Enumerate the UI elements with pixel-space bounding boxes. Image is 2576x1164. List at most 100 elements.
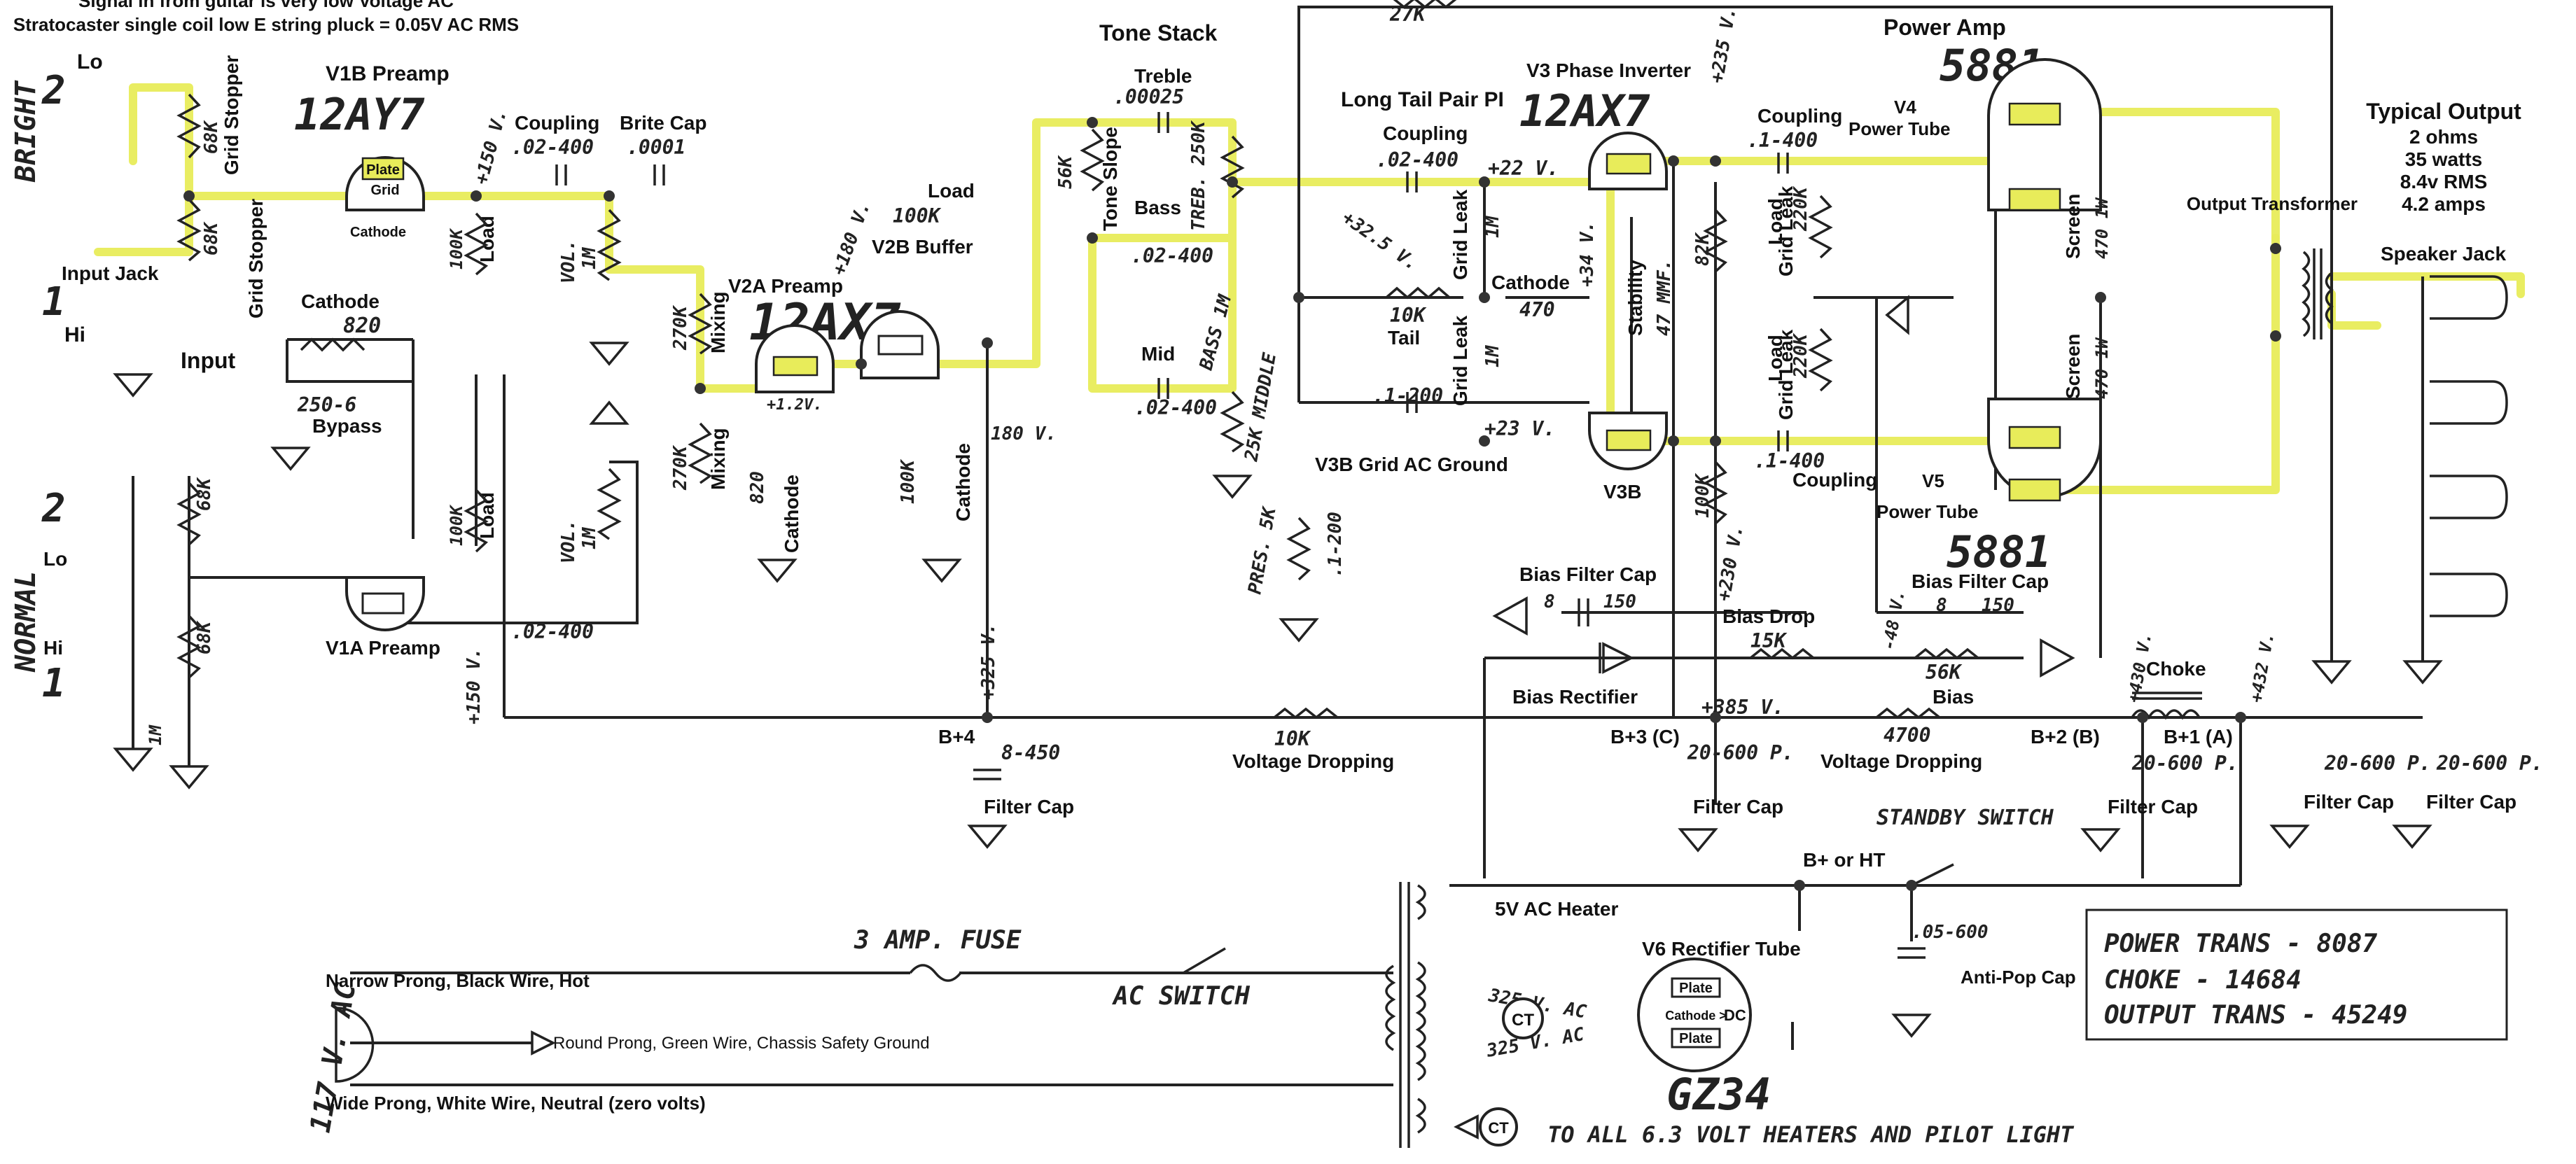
output-vrms: 8.4v RMS bbox=[2400, 171, 2488, 192]
bias-r56k: 56K bbox=[1926, 661, 1963, 684]
v1a-load: Load bbox=[476, 492, 498, 539]
choke-label: Choke bbox=[2146, 658, 2206, 680]
normal-label: NORMAL bbox=[10, 571, 42, 673]
pi-v235: +235 V. bbox=[1706, 6, 1741, 85]
ct-label-2: CT bbox=[1488, 1119, 1509, 1137]
bp2-label: B+2 (B) bbox=[2031, 726, 2100, 748]
vol2-value: 1M bbox=[579, 526, 600, 549]
v1b-plate: Plate bbox=[366, 162, 400, 178]
pi-grid-leak-2: Grid Leak bbox=[1449, 315, 1471, 406]
bass-value: .02-400 bbox=[1131, 244, 1213, 267]
tone-r56k: 56K bbox=[1055, 155, 1076, 189]
v1b-plate-box bbox=[361, 157, 405, 181]
pi-v325: +32.5 V. bbox=[1338, 207, 1422, 274]
ac-switch-label: AC SWITCH bbox=[1112, 982, 1250, 1011]
parts-note: POWER TRANS - 8087 CHOKE - 14684 OUTPUT … bbox=[2085, 909, 2508, 1041]
pa-coupling-top-value: .1-400 bbox=[1747, 129, 1818, 152]
rectifier-dc-label: DC bbox=[1724, 1007, 1746, 1024]
v1b-title: V1B Preamp bbox=[326, 62, 450, 85]
bright-lo-label: Lo bbox=[77, 50, 103, 73]
v3b-label: V3B bbox=[1603, 481, 1641, 503]
rectifier-plate-top-label: Plate bbox=[1679, 981, 1713, 996]
bias-cap2-value: 8 bbox=[1936, 595, 1947, 616]
brite-cap-value: .0001 bbox=[627, 136, 685, 159]
v2a-cathode: Cathode bbox=[781, 475, 802, 553]
pa-r220k-1: 220K bbox=[1790, 185, 1811, 232]
standby-switch-label: STANDBY SWITCH bbox=[1877, 806, 2054, 830]
vol2-label: VOL. bbox=[558, 519, 579, 563]
rectifier-plate-top bbox=[1671, 977, 1721, 998]
feedback-r27k: 27K bbox=[1389, 3, 1427, 26]
heaters-label: TO ALL 6.3 VOLT HEATERS AND PILOT LIGHT bbox=[1547, 1121, 2075, 1148]
v3-title: V3 Phase Inverter bbox=[1526, 59, 1691, 81]
v2-section: V2A Preamp 12AX7 +1.2V. 820 Cathode +180… bbox=[728, 180, 1057, 700]
v2b-cathode: Cathode bbox=[952, 443, 974, 521]
gz34-label: GZ34 bbox=[1666, 1069, 1771, 1120]
rectifier-plate-bottom bbox=[1671, 1028, 1721, 1049]
v1a-r100k: 100K bbox=[447, 504, 466, 546]
v2a-r820: 820 bbox=[747, 471, 768, 504]
bias-r15k: 15K bbox=[1750, 629, 1788, 652]
bias-filter-cap-label: Bias Filter Cap bbox=[1519, 563, 1657, 585]
mix2-label: Mixing bbox=[707, 428, 729, 490]
v1b-load: Load bbox=[476, 216, 498, 262]
v2b-load: Load bbox=[928, 180, 975, 202]
pres-cap: .1-200 bbox=[1325, 512, 1346, 577]
cap20-value-4: 20-600 P. bbox=[2436, 752, 2543, 775]
rectifier-cathode-label: Cathode > bbox=[1665, 1009, 1727, 1023]
r68k-1: 68K bbox=[201, 120, 222, 154]
screen-1-value: 470 1W bbox=[2092, 197, 2112, 259]
voltage-dropping-1: Voltage Dropping bbox=[1232, 750, 1394, 772]
v4-sublabel: Power Tube bbox=[1849, 118, 1950, 139]
v2b-voltage: 180 V. bbox=[991, 423, 1057, 444]
v1a-plate-box bbox=[361, 592, 405, 615]
wiring bbox=[132, 6, 2424, 1086]
bias-cap-voltage: 150 bbox=[1603, 591, 1636, 612]
v1b-cathode-label: Cathode bbox=[301, 290, 380, 312]
ct-label-1: CT bbox=[1512, 1011, 1534, 1030]
antipop-value: .05-600 bbox=[1912, 922, 1989, 943]
v2b-plate-box bbox=[877, 335, 924, 356]
v5-plate-box bbox=[2008, 478, 2061, 502]
parts-note-line3: OUTPUT TRANS - 45249 bbox=[2104, 1001, 2407, 1030]
normal-jack-2: 2 bbox=[41, 486, 66, 531]
v3a-plate-box bbox=[1606, 153, 1652, 175]
bright-jack-2: 2 bbox=[41, 68, 66, 113]
output-transformer-line: Output Transformer bbox=[2187, 193, 2358, 214]
bp1-label: B+1 (A) bbox=[2164, 726, 2233, 748]
v2b-title: V2B Buffer bbox=[872, 236, 973, 258]
v5-tube-type: 5881 bbox=[1947, 526, 2051, 577]
pi-stability-value: 47 MMF. bbox=[1654, 259, 1675, 336]
power-amp-title: Power Amp bbox=[1884, 15, 2006, 40]
voltage-dropping-2: Voltage Dropping bbox=[1820, 750, 1982, 772]
rectifier-plate-bottom-label: Plate bbox=[1679, 1031, 1713, 1046]
treb-pot: TREB. 250K bbox=[1188, 120, 1209, 231]
input-section: BRIGHT NORMAL Lo 2 1 Input Jack Hi Input… bbox=[10, 50, 267, 790]
normal-lo-label: Lo bbox=[43, 548, 67, 570]
v1a-coupling: .02-400 bbox=[511, 620, 594, 643]
mains-neutral: Wide Prong, White Wire, Neutral (zero vo… bbox=[326, 1093, 706, 1114]
pi-tail: Tail bbox=[1388, 327, 1420, 349]
pi-r10k: 10K bbox=[1390, 304, 1427, 327]
long-tail-label: Long Tail Pair PI bbox=[1341, 88, 1504, 111]
v1b-grid: Grid bbox=[370, 183, 399, 198]
input-label: Input bbox=[181, 348, 236, 373]
pa-v432: +432 V. bbox=[2246, 631, 2278, 704]
r10k-dropping: 10K bbox=[1274, 727, 1311, 750]
r68k-2: 68K bbox=[201, 221, 222, 255]
v4-plate-box bbox=[2008, 102, 2061, 126]
v1b-r100k: 100K bbox=[447, 227, 466, 269]
output-watts: 35 watts bbox=[2405, 148, 2483, 170]
pi-coupling-label: Coupling bbox=[1383, 122, 1468, 144]
v1b-bypass-value: 250-6 bbox=[297, 393, 356, 416]
bias-supply: Bias Filter Cap 8 150 Bias Drop 15K Bias… bbox=[1492, 563, 2075, 708]
mix2-r270k: 270K bbox=[670, 444, 691, 491]
bias-drop-label: Bias Drop bbox=[1722, 605, 1815, 627]
output-section: Typical Output 2 ohms 35 watts 8.4v RMS … bbox=[2187, 99, 2521, 685]
treble-label: Treble bbox=[1134, 65, 1192, 87]
v4-label: V4 bbox=[1894, 97, 1916, 118]
v1b-r820: 820 bbox=[343, 314, 381, 338]
bp4-label: B+4 bbox=[938, 726, 975, 748]
pa-grid-leak-2: Grid Leak bbox=[1775, 329, 1797, 420]
middle-pot: 25K MIDDLE bbox=[1241, 351, 1281, 464]
